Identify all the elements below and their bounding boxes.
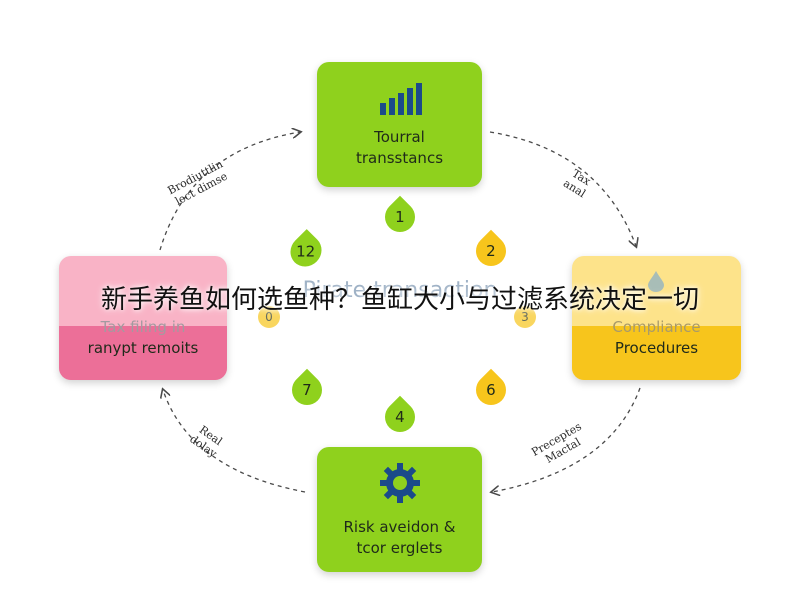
node-bottom: Risk aveidon & tcor erglets bbox=[317, 447, 482, 572]
node-right-band bbox=[572, 326, 741, 380]
arrow-right-to-bottom bbox=[492, 387, 641, 492]
node-left-band bbox=[59, 326, 227, 380]
arrow-bottom-to-left bbox=[163, 390, 306, 493]
center-text: Pirate transaction bbox=[302, 278, 498, 303]
node-top-line2: transstancs bbox=[355, 148, 444, 167]
badge-3: 3 bbox=[514, 306, 536, 328]
arrow-top-to-right bbox=[489, 131, 636, 246]
node-bottom-line2: tcor erglets bbox=[356, 538, 443, 557]
node-right: Compliance Procedures bbox=[572, 256, 741, 380]
overlay-title: 新手养鱼如何选鱼种？鱼缸大小与过滤系统决定一切 bbox=[100, 285, 699, 315]
node-right-line1: Compliance bbox=[612, 318, 701, 336]
node-top: Tourral transstancs bbox=[317, 62, 482, 187]
node-left-line2: ranypt remoits bbox=[87, 339, 199, 357]
node-bottom-line1: Risk aveidon & bbox=[343, 517, 456, 536]
node-left-line1: Tax filing in bbox=[100, 318, 186, 336]
gear-icon bbox=[379, 462, 420, 503]
arrow-left-to-top bbox=[159, 132, 300, 251]
node-right-line2: Procedures bbox=[614, 339, 699, 357]
node-top-line1: Tourral bbox=[374, 127, 425, 146]
droplet-icon bbox=[648, 271, 664, 292]
bar-chart-icon bbox=[379, 82, 422, 115]
node-left: Tax filing in ranypt remoits bbox=[59, 256, 227, 380]
badge-0: 0 bbox=[258, 306, 280, 328]
